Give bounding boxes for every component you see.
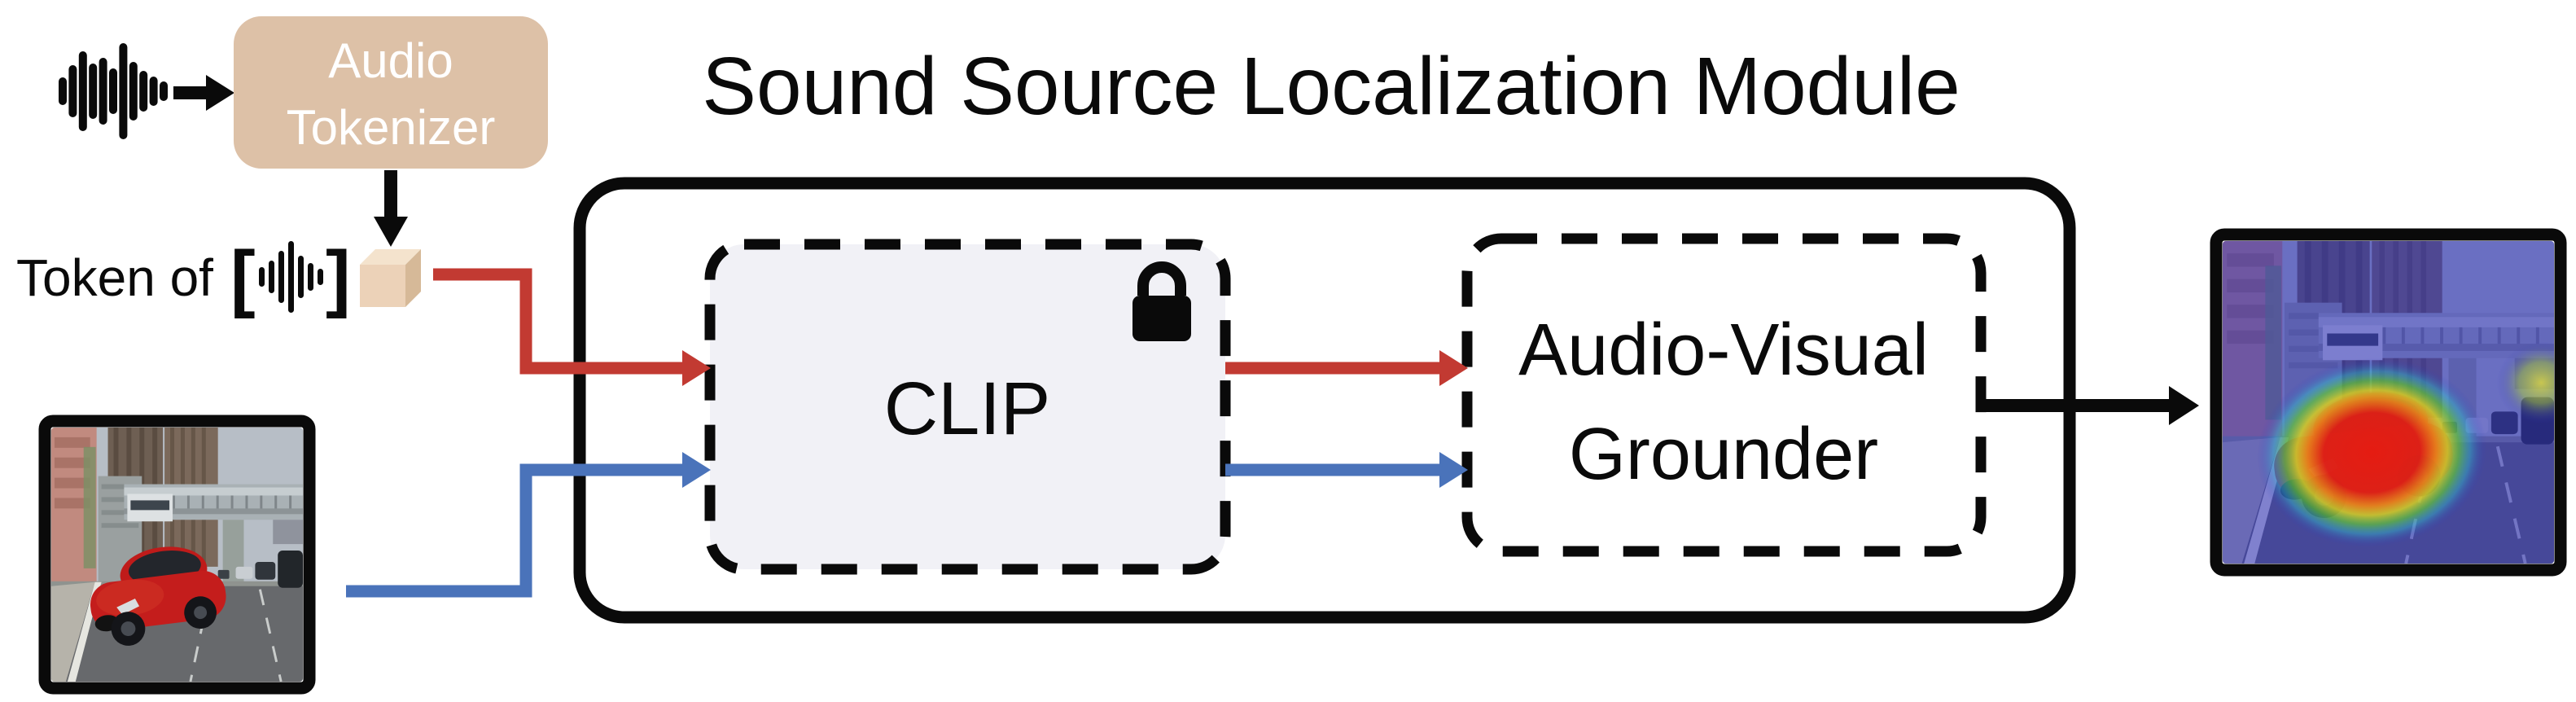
waveform-small-icon bbox=[259, 241, 323, 313]
arrow-token-to-clip-red bbox=[433, 268, 711, 386]
arrow-photo-to-clip-blue bbox=[346, 452, 711, 598]
waveform-bar bbox=[308, 263, 313, 291]
waveform-bar bbox=[99, 58, 107, 125]
arrow-tokenizer-to-token bbox=[374, 170, 408, 247]
waveform-bar bbox=[259, 267, 265, 287]
cube-front-face bbox=[360, 265, 405, 307]
audio-tokenizer-box: Audio Tokenizer bbox=[234, 16, 548, 169]
audio-visual-grounder-box: Audio-Visual Grounder bbox=[1461, 233, 1987, 557]
heatmap-secondary-region bbox=[2496, 341, 2554, 424]
cube-side-face bbox=[405, 249, 421, 307]
token-cube-icon bbox=[360, 249, 421, 307]
lock-icon bbox=[1132, 261, 1191, 341]
clip-label: CLIP bbox=[884, 367, 1051, 450]
waveform-bar bbox=[139, 71, 148, 112]
audio-waveform-icon bbox=[59, 43, 168, 139]
audio-tokenizer-label-line1: Audio bbox=[328, 33, 453, 88]
waveform-bar bbox=[119, 43, 128, 139]
waveform-bar bbox=[59, 77, 67, 105]
grounder-label-line1: Audio-Visual bbox=[1518, 309, 1929, 391]
arrow-clip-to-grounder-red bbox=[1225, 350, 1468, 386]
waveform-bar bbox=[109, 68, 117, 114]
lock-shackle bbox=[1137, 261, 1186, 296]
output-heatmap-photo bbox=[2210, 228, 2567, 577]
waveform-bar bbox=[68, 65, 77, 117]
audio-tokenizer-rect bbox=[234, 16, 548, 169]
output-photo-frame bbox=[2210, 228, 2567, 577]
token-label-text: Token of bbox=[16, 248, 213, 307]
waveform-bar bbox=[89, 64, 98, 119]
arrow-shaft bbox=[346, 463, 682, 598]
arrowhead bbox=[682, 350, 711, 386]
waveform-bar bbox=[160, 81, 168, 101]
arrow-waveform-to-tokenizer bbox=[173, 75, 234, 111]
waveform-bar bbox=[288, 241, 294, 313]
arrow-shaft bbox=[433, 268, 682, 375]
waveform-bar bbox=[78, 51, 87, 131]
waveform-bar bbox=[318, 269, 323, 285]
cube-top-face bbox=[360, 249, 421, 265]
input-road-photo bbox=[38, 415, 316, 695]
waveform-bar bbox=[129, 62, 138, 121]
token-bracket-open: [ bbox=[230, 236, 256, 319]
arrow-clip-to-grounder-blue bbox=[1225, 452, 1468, 488]
grounder-rect bbox=[1461, 233, 1987, 557]
page-title: Sound Source Localization Module bbox=[702, 41, 1960, 132]
arrowhead bbox=[206, 75, 234, 111]
arrowhead bbox=[1439, 350, 1468, 386]
arrowhead bbox=[1439, 452, 1468, 488]
arrowhead bbox=[682, 452, 711, 488]
arrowhead bbox=[2169, 386, 2199, 425]
lock-body bbox=[1132, 296, 1191, 341]
grounder-label-line2: Grounder bbox=[1569, 414, 1878, 495]
waveform-bar bbox=[269, 261, 274, 293]
waveform-bar bbox=[298, 256, 304, 298]
waveform-bar bbox=[278, 251, 284, 303]
arrowhead bbox=[374, 217, 408, 247]
waveform-bar bbox=[149, 77, 158, 106]
heatmap-hot-region bbox=[2257, 358, 2487, 548]
arrow-grounder-to-output bbox=[1984, 386, 2199, 425]
input-photo-frame bbox=[38, 415, 316, 695]
token-bracket-close: ] bbox=[326, 236, 351, 319]
output-photo-scene bbox=[2223, 241, 2554, 564]
audio-tokenizer-label-line2: Tokenizer bbox=[287, 100, 496, 155]
clip-rect bbox=[704, 239, 1231, 575]
clip-box: CLIP bbox=[704, 239, 1231, 575]
audio-token-label: Token of [ ] bbox=[16, 236, 351, 319]
input-photo-scene bbox=[51, 428, 303, 682]
